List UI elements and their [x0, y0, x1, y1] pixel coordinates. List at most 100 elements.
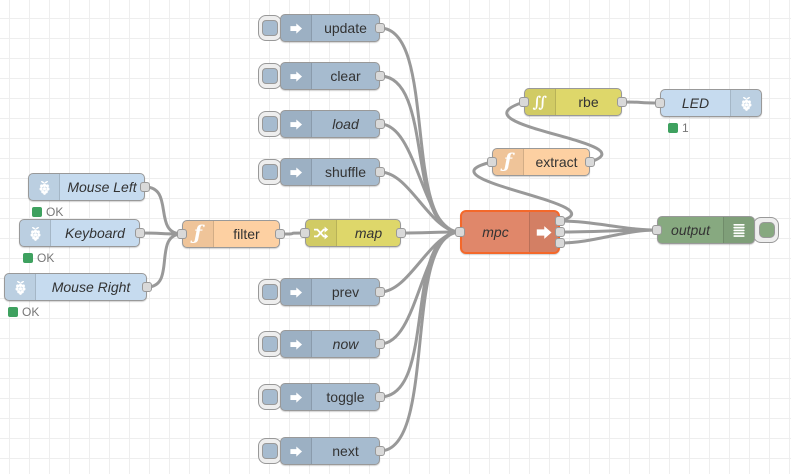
- output-port[interactable]: [375, 287, 385, 297]
- debug-icon: [732, 223, 746, 238]
- output-port[interactable]: [375, 119, 385, 129]
- status-text: OK: [22, 305, 40, 319]
- function-icon: ƒ: [193, 221, 203, 244]
- output-port[interactable]: [555, 238, 565, 248]
- output-port[interactable]: [555, 227, 565, 237]
- node-status: OK: [8, 305, 39, 319]
- node-label: LED: [681, 95, 710, 111]
- node-label: filter: [233, 226, 260, 242]
- output-port[interactable]: [375, 446, 385, 456]
- node-rbe[interactable]: ∬ rbe: [524, 88, 622, 116]
- output-port[interactable]: [585, 157, 595, 167]
- raspberry-pi-icon: [28, 226, 43, 241]
- node-output[interactable]: output: [657, 216, 755, 244]
- wire-mpc-to-extract[interactable]: [472, 160, 573, 223]
- node-label: shuffle: [325, 164, 366, 180]
- output-port[interactable]: [375, 392, 385, 402]
- status-text: OK: [37, 251, 55, 265]
- input-port[interactable]: [655, 98, 665, 108]
- shuffle-icon: [313, 225, 329, 241]
- inject-button-cap: [262, 336, 278, 352]
- node-status: OK: [23, 251, 54, 265]
- debug-toggle-button-cap: [759, 222, 775, 238]
- output-port[interactable]: [375, 339, 385, 349]
- input-port[interactable]: [177, 229, 187, 239]
- node-label: next: [332, 443, 359, 459]
- node-mouse-right[interactable]: Mouse Right: [4, 273, 147, 301]
- inject-arrow-icon: [289, 444, 304, 459]
- input-port[interactable]: [487, 157, 497, 167]
- wire-rbe-to-led[interactable]: [620, 100, 662, 105]
- wire-mpc-to-output[interactable]: [558, 228, 659, 245]
- node-toggle[interactable]: toggle: [280, 383, 380, 411]
- node-now[interactable]: now: [280, 330, 380, 358]
- input-port[interactable]: [300, 228, 310, 238]
- inject-button-cap: [262, 20, 278, 36]
- status-dot: [32, 207, 42, 217]
- status-text: OK: [46, 205, 64, 219]
- arrow-in-icon: [535, 223, 554, 242]
- inject-button-cap: [262, 284, 278, 300]
- output-port[interactable]: [142, 282, 152, 292]
- output-port[interactable]: [135, 228, 145, 238]
- input-port[interactable]: [519, 97, 529, 107]
- node-map[interactable]: map: [305, 219, 401, 247]
- status-dot: [668, 123, 678, 133]
- output-port[interactable]: [396, 228, 406, 238]
- inject-button-cap: [262, 68, 278, 84]
- output-port[interactable]: [555, 216, 565, 226]
- output-port[interactable]: [140, 182, 150, 192]
- status-dot: [23, 253, 33, 263]
- output-port[interactable]: [375, 71, 385, 81]
- wire-shuffle-to-mpc[interactable]: [378, 170, 462, 234]
- inject-button-cap: [262, 443, 278, 459]
- node-status: OK: [32, 205, 63, 219]
- raspberry-pi-icon: [739, 96, 754, 111]
- wire-filter-to-map[interactable]: [278, 231, 307, 236]
- node-label: update: [324, 20, 367, 36]
- wire-extract-to-rbe[interactable]: [505, 100, 604, 164]
- node-extract[interactable]: ƒ extract: [492, 148, 590, 176]
- wire-clear-to-mpc[interactable]: [378, 74, 462, 234]
- node-status: 1: [668, 121, 689, 135]
- node-label: extract: [535, 154, 578, 170]
- node-label: map: [354, 225, 383, 241]
- node-prev[interactable]: prev: [280, 278, 380, 306]
- raspberry-pi-icon: [37, 180, 52, 195]
- node-label: output: [671, 222, 710, 238]
- raspberry-pi-icon: [13, 280, 28, 295]
- node-label: rbe: [578, 94, 599, 110]
- node-filter[interactable]: ƒ filter: [182, 220, 280, 248]
- inject-arrow-icon: [289, 117, 304, 132]
- node-update[interactable]: update: [280, 14, 380, 42]
- function-icon: ƒ: [503, 149, 513, 172]
- wire-mouse-left-to-filter[interactable]: [143, 185, 184, 236]
- node-mouse-left[interactable]: Mouse Left: [28, 173, 145, 201]
- node-keyboard[interactable]: Keyboard: [19, 219, 140, 247]
- node-shuffle[interactable]: shuffle: [280, 158, 380, 186]
- input-port[interactable]: [652, 225, 662, 235]
- hysteresis-icon: ∬: [532, 92, 548, 111]
- node-load[interactable]: load: [280, 110, 380, 138]
- node-label: Mouse Right: [51, 279, 131, 295]
- inject-arrow-icon: [289, 390, 304, 405]
- output-port[interactable]: [375, 23, 385, 33]
- node-label: toggle: [326, 389, 365, 405]
- inject-arrow-icon: [289, 21, 304, 36]
- input-port[interactable]: [455, 227, 465, 237]
- node-clear[interactable]: clear: [280, 62, 380, 90]
- node-mpc[interactable]: mpc: [460, 210, 560, 254]
- wire-toggle-to-mpc[interactable]: [378, 230, 462, 399]
- wire-next-to-mpc[interactable]: [378, 230, 462, 453]
- inject-arrow-icon: [289, 165, 304, 180]
- output-port[interactable]: [275, 229, 285, 239]
- node-next[interactable]: next: [280, 437, 380, 465]
- output-port[interactable]: [617, 97, 627, 107]
- inject-arrow-icon: [289, 285, 304, 300]
- wire-mouse-right-to-filter[interactable]: [145, 232, 184, 289]
- node-label: Keyboard: [65, 225, 125, 241]
- output-port[interactable]: [375, 167, 385, 177]
- node-led[interactable]: LED: [660, 89, 762, 117]
